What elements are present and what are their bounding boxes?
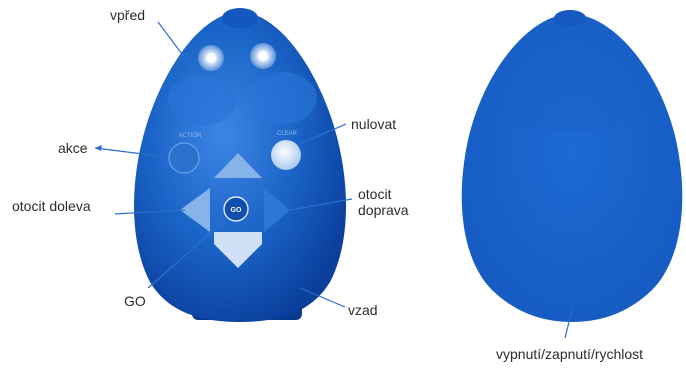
front-view: ACTION CLEAR GO xyxy=(134,8,346,322)
action-arrowhead xyxy=(95,145,102,151)
clear-button[interactable] xyxy=(271,140,301,170)
label-go: GO xyxy=(124,293,146,309)
label-power-speed: vypnutí/zapnutí/rychlost xyxy=(496,346,643,362)
clear-button-text: CLEAR xyxy=(277,131,298,137)
left-eye-highlight xyxy=(206,53,216,63)
label-backward: vzad xyxy=(348,302,378,318)
back-view xyxy=(462,10,683,322)
front-nose xyxy=(222,8,258,28)
right-eye-highlight xyxy=(258,51,268,61)
label-reset: nulovat xyxy=(351,116,396,132)
go-button-text: GO xyxy=(231,207,242,214)
left-ear-bump xyxy=(168,74,236,126)
label-turn-right: otocit doprava xyxy=(358,186,409,218)
label-turn-left: otocit doleva xyxy=(12,198,91,214)
label-forward: vpřed xyxy=(110,7,145,23)
back-panel xyxy=(522,72,620,130)
action-button[interactable] xyxy=(169,143,199,173)
back-nose xyxy=(554,10,586,26)
action-button-text: ACTION xyxy=(179,133,202,139)
back-body xyxy=(462,14,683,322)
label-action: akce xyxy=(58,140,88,156)
right-ear-bump xyxy=(249,72,317,124)
